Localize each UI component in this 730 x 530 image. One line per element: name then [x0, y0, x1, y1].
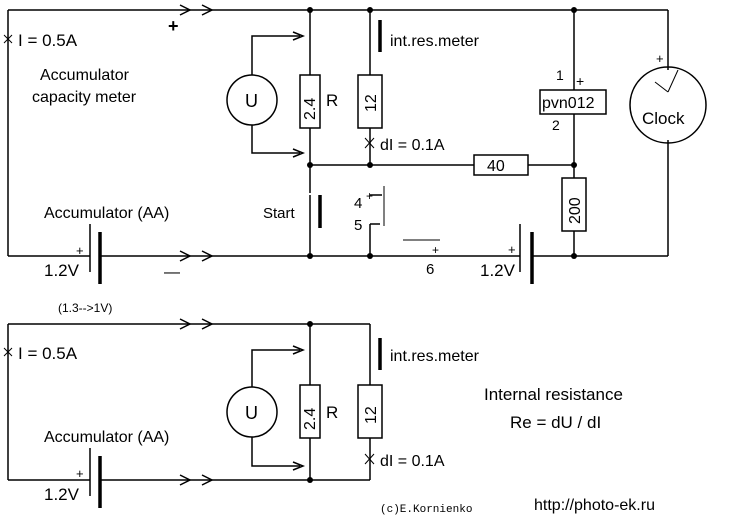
resistor-200	[561, 177, 587, 232]
voltage-range: (1.3-->1V)	[58, 301, 112, 315]
battery2-symbol	[519, 224, 534, 284]
clock-plus: +	[656, 51, 664, 66]
clock-label: Clock	[642, 109, 685, 128]
clock-symbol	[629, 66, 707, 144]
relay-pvn012	[539, 89, 607, 115]
top-minus-sign: —	[164, 264, 180, 281]
top-delta-current: dI = 0.1A	[380, 137, 445, 154]
top-plus-sign: +	[168, 16, 179, 36]
resistor-200-value: 200	[567, 197, 584, 224]
bottom-cell-plus: +	[76, 466, 84, 481]
pin4-label: 4	[354, 195, 362, 212]
relay-plus: +	[576, 73, 584, 89]
pin4-plus: +	[366, 189, 373, 203]
relay-pin1: 1	[556, 67, 564, 83]
top-resistor-r-value: 2.4	[302, 98, 319, 120]
start-button-symbol	[309, 195, 322, 228]
website-link[interactable]: http://photo-ek.ru	[534, 497, 655, 514]
bottom-battery-symbol	[89, 448, 102, 508]
bottom-voltmeter-label: U	[245, 403, 258, 423]
bottom-resistor-r-value: 2.4	[302, 408, 319, 430]
bottom-current-label: I = 0.5A	[18, 344, 78, 363]
bottom-delta-current: dI = 0.1A	[380, 453, 445, 470]
bottom-resistor-12-value: 12	[363, 406, 380, 424]
bottom-cell-voltage: 1.2V	[44, 485, 80, 504]
formula-title: Internal resistance	[484, 385, 623, 404]
title-line2: capacity meter	[32, 89, 137, 106]
relay-pin2: 2	[552, 117, 560, 133]
cell2-voltage: 1.2V	[480, 261, 516, 280]
cell2-plus: +	[508, 242, 516, 257]
bottom-accumulator-label: Accumulator (AA)	[44, 429, 169, 446]
relay-label: pvn012	[542, 95, 595, 112]
top-current-label: I = 0.5A	[18, 31, 78, 50]
top-accumulator-label: Accumulator (AA)	[44, 205, 169, 222]
top-voltmeter-label: U	[245, 91, 258, 111]
top-cell-plus: +	[76, 243, 84, 258]
pin6-plus: +	[432, 243, 439, 257]
top-circuit	[3, 4, 707, 284]
bottom-resistor-r-name: R	[326, 403, 338, 422]
start-label: Start	[263, 205, 296, 222]
top-switch-label: int.res.meter	[390, 33, 480, 50]
title-line1: Accumulator	[40, 67, 130, 84]
top-cell-voltage: 1.2V	[44, 261, 80, 280]
pin5-label: 5	[354, 217, 362, 234]
bottom-switch-label: int.res.meter	[390, 348, 480, 365]
resistor-40-value: 40	[487, 158, 505, 175]
formula: Re = dU / dI	[510, 413, 601, 432]
resistor-12	[357, 74, 383, 129]
bottom-circuit	[3, 318, 383, 508]
top-resistor-r-name: R	[326, 91, 338, 110]
copyright: (c)E.Kornienko	[380, 504, 472, 516]
battery-symbol	[89, 224, 102, 284]
top-resistor-12-value: 12	[363, 94, 380, 112]
pin6-label: 6	[426, 261, 434, 278]
